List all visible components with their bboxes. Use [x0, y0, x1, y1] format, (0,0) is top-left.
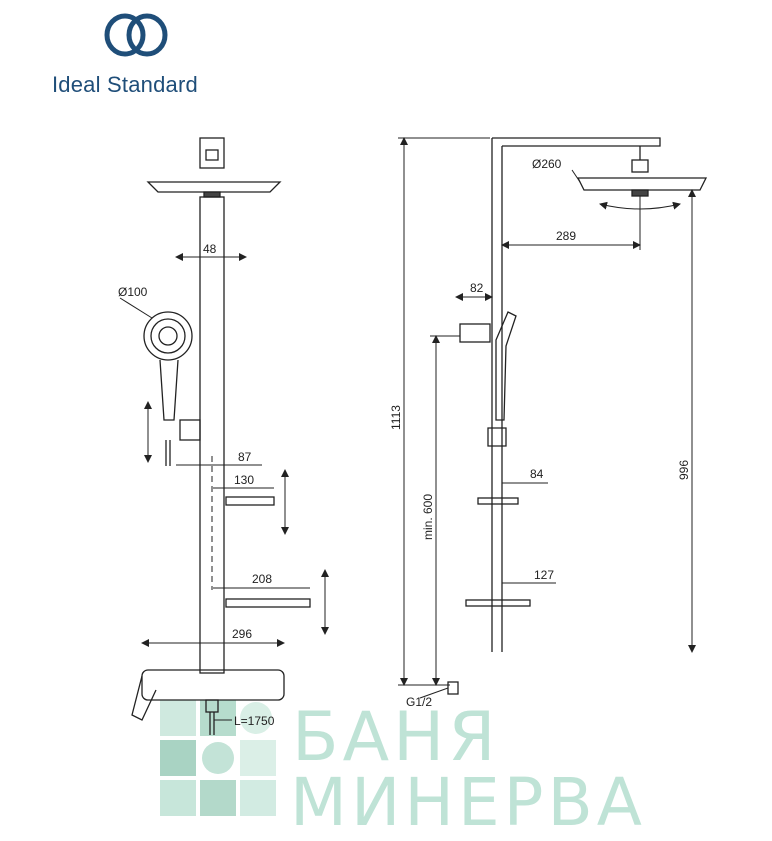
- label-dim-82: 82: [470, 281, 484, 295]
- label-dim-289: 289: [556, 229, 576, 243]
- riser-pipe: [199, 196, 225, 674]
- top-bracket: [199, 137, 225, 169]
- label-dim-996: 996: [677, 460, 691, 480]
- label-dim-head: Ø260: [532, 157, 562, 171]
- interlocking-rings-icon: [104, 13, 168, 57]
- label-dim-thread: G1/2: [406, 695, 432, 709]
- label-dim-130: 130: [234, 473, 254, 487]
- leader-thread: [419, 687, 449, 699]
- watermark-pattern: [160, 700, 280, 825]
- label-dim-48: 48: [203, 242, 217, 256]
- side-head-joint: [631, 159, 649, 173]
- label-dim-208: 208: [252, 572, 272, 586]
- side-shelf-small: [477, 497, 519, 505]
- side-shower-arm: [492, 137, 661, 147]
- handshower-holder: [179, 419, 201, 441]
- label-dim-handshower: Ø100: [118, 285, 148, 299]
- handshower-handle: [159, 359, 179, 421]
- mixer-outlet: [205, 699, 219, 713]
- leader-head: [571, 169, 581, 183]
- label-dim-1113: 1113: [389, 405, 403, 430]
- side-connector: [447, 681, 459, 695]
- label-dim-84: 84: [530, 467, 544, 481]
- label-dim-min600: min. 600: [421, 494, 435, 540]
- arrow-head-tilt: [599, 201, 681, 210]
- mixer-body: [141, 669, 285, 701]
- side-view: [447, 137, 708, 695]
- mixer-lever: [131, 675, 157, 721]
- watermark-line-2: МИНЕРВА: [290, 764, 646, 841]
- brand-name: Ideal Standard: [52, 72, 198, 97]
- shelf-large: [225, 598, 311, 608]
- label-dim-87: 87: [238, 450, 252, 464]
- leader-handshower: [119, 297, 153, 319]
- label-dim-127: 127: [534, 568, 554, 582]
- handshower-face: [143, 311, 193, 361]
- side-holder: [459, 323, 491, 343]
- label-dim-hose: L=1750: [234, 714, 275, 728]
- side-shower-head: [576, 177, 708, 191]
- front-view: [131, 137, 311, 735]
- side-handshower: [495, 311, 517, 421]
- side-holder-clip: [487, 427, 507, 447]
- watermark-line-1: БАНЯ: [292, 698, 500, 777]
- top-bracket-clip: [205, 149, 219, 161]
- front-shower-head: [146, 181, 282, 193]
- brand-logo: [96, 8, 176, 73]
- head-nut: [203, 191, 221, 198]
- shelf-small: [225, 496, 275, 506]
- side-shelf-large: [465, 599, 531, 607]
- label-dim-296: 296: [232, 627, 252, 641]
